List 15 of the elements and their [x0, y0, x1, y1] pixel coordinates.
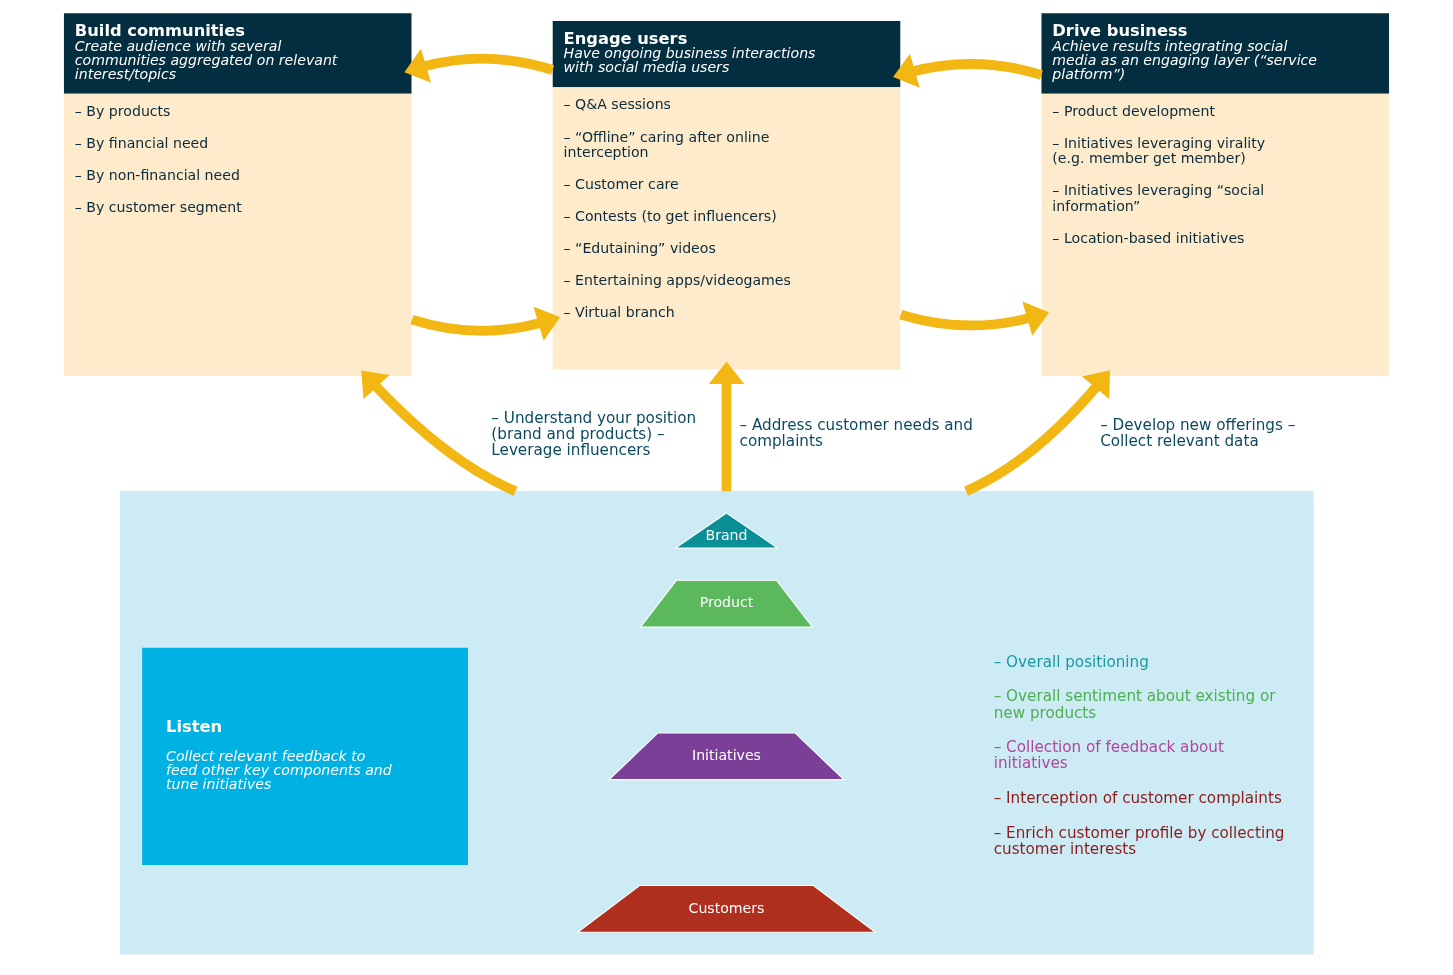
arrow [410, 306, 561, 341]
label: – Collection of feedback about initiatives [993, 737, 1224, 772]
label: – Interception of customer complaints [993, 788, 1282, 807]
label: – Enrich customer profile by collecting customer interests [993, 823, 1285, 858]
arrow [708, 361, 745, 491]
label: – Overall positioning [993, 652, 1149, 671]
arrow [361, 370, 518, 496]
arrow [899, 301, 1049, 336]
edge-label: – Understand your position (brand and products) – Leverage influencers [491, 408, 697, 459]
cluster [119, 490, 1314, 954]
arrow [964, 369, 1110, 496]
node-box: Listen Collect relevant feedback to feed other key components and tune initiatives [142, 647, 468, 865]
label: – Overall sentiment about existing or new products [993, 686, 1276, 722]
edge-label: – Develop new offerings – Collect relevant data [1100, 415, 1296, 450]
edge-label: – Address customer needs and complaints [739, 415, 973, 450]
